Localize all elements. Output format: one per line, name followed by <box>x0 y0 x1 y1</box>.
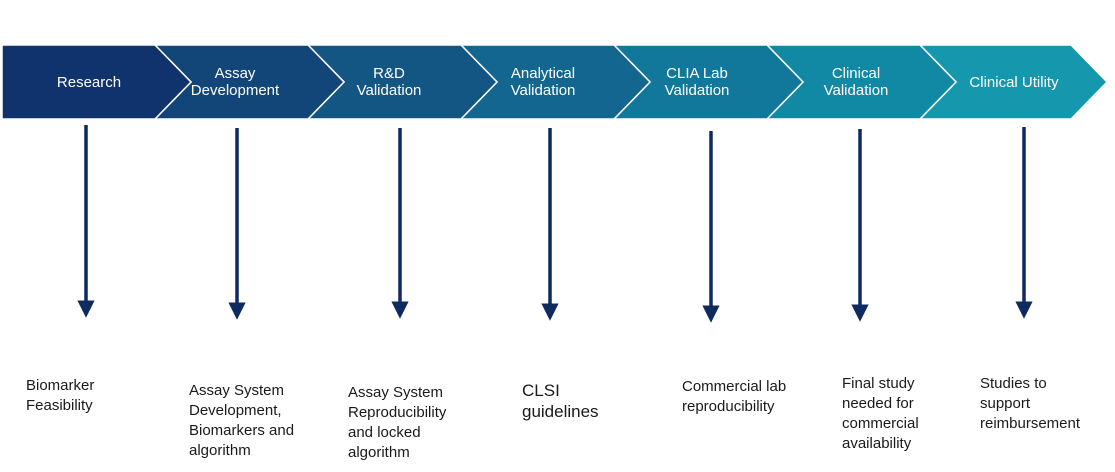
stage-label-clinical-utility: Clinical Utility <box>969 73 1059 91</box>
stage-label-clinical-validation: Clinical Validation <box>823 65 889 99</box>
stage-description-analytical-validation: CLSI guidelines <box>522 381 599 421</box>
chevron-band <box>1 44 1109 120</box>
stage-description-clinical-validation: Final study needed for commercial availa… <box>842 375 919 452</box>
stage-label-analytical-validation: Analytical Validation <box>510 65 576 99</box>
stage-description-clia-lab-validation: Commercial lab reproducibility <box>682 378 787 415</box>
stage-description-clinical-utility: Studies to support reimbursement <box>980 375 1081 432</box>
down-arrows <box>77 125 1033 323</box>
chevron-research <box>1 44 193 120</box>
stage-label-research: Research <box>56 73 122 91</box>
stage-description-assay-development: Assay System Development, Biomarkers and… <box>189 382 295 459</box>
stage-description-rd-validation: Assay System Reproducibility and locked … <box>348 384 447 461</box>
stage-description-research: Biomarker Feasibility <box>26 377 95 414</box>
stage-label-clia-lab-validation: CLIA Lab Validation <box>664 65 730 99</box>
stage-label-assay-development: Assay Development <box>190 65 280 99</box>
stage-label-rd-validation: R&D Validation <box>356 65 422 99</box>
